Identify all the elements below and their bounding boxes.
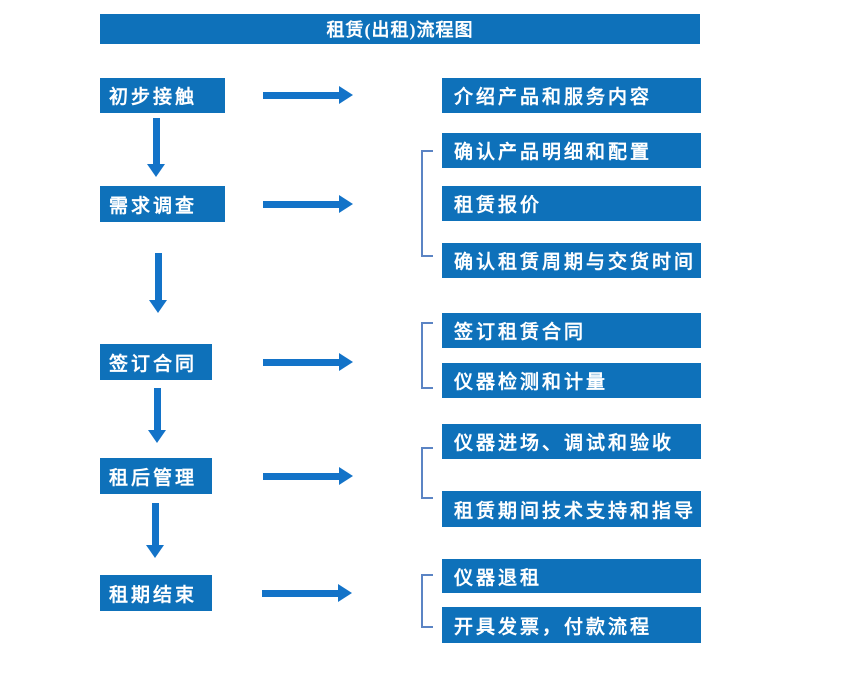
group-bracket-end — [421, 574, 433, 628]
arrow-head-icon — [146, 545, 164, 558]
arrow-shaft — [154, 253, 162, 300]
detail-box-instrument-test: 仪器检测和计量 — [442, 363, 701, 398]
arrow-shaft — [262, 589, 338, 597]
detail-box-invoice-payment: 开具发票，付款流程 — [442, 607, 701, 643]
flow-arrow-down-4 — [146, 503, 164, 558]
step-box-sign-contract: 签订合同 — [100, 344, 212, 380]
arrow-shaft — [152, 118, 160, 164]
diagram-title: 租赁(出租)流程图 — [100, 14, 700, 44]
detail-box-instrument-return: 仪器退租 — [442, 559, 701, 593]
flow-arrow-down-2 — [149, 253, 167, 313]
detail-box-sign-rental-contract: 签订租赁合同 — [442, 313, 701, 348]
flow-arrow-right-3 — [263, 353, 353, 371]
arrow-head-icon — [339, 353, 353, 371]
arrow-head-icon — [149, 300, 167, 313]
flow-arrow-right-5 — [262, 584, 352, 602]
step-box-rental-end: 租期结束 — [100, 575, 212, 611]
group-bracket-contract — [421, 322, 433, 389]
arrow-head-icon — [147, 164, 165, 177]
group-bracket-manage — [421, 447, 433, 499]
flow-arrow-down-1 — [147, 118, 165, 177]
arrow-shaft — [263, 358, 339, 366]
detail-box-tech-support: 租赁期间技术支持和指导 — [442, 491, 701, 527]
arrow-head-icon — [339, 467, 353, 485]
flow-arrow-right-1 — [263, 86, 353, 104]
arrow-shaft — [263, 91, 339, 99]
detail-box-intro-products: 介绍产品和服务内容 — [442, 78, 701, 113]
arrow-head-icon — [148, 430, 166, 443]
step-box-demand-survey: 需求调查 — [100, 186, 225, 222]
detail-box-confirm-config: 确认产品明细和配置 — [442, 133, 701, 168]
arrow-shaft — [263, 200, 339, 208]
flow-arrow-right-4 — [263, 467, 353, 485]
detail-box-confirm-period: 确认租赁周期与交货时间 — [442, 243, 701, 278]
flow-arrow-right-2 — [263, 195, 353, 213]
arrow-shaft — [263, 472, 339, 480]
arrow-head-icon — [338, 584, 352, 602]
arrow-shaft — [153, 388, 161, 430]
step-box-post-rental: 租后管理 — [100, 458, 212, 494]
arrow-head-icon — [339, 195, 353, 213]
detail-box-rental-quote: 租赁报价 — [442, 186, 701, 221]
arrow-head-icon — [339, 86, 353, 104]
group-bracket-demand — [421, 150, 433, 257]
detail-box-instrument-entry: 仪器进场、调试和验收 — [442, 424, 701, 459]
flow-arrow-down-3 — [148, 388, 166, 443]
step-box-initial-contact: 初步接触 — [100, 78, 225, 113]
arrow-shaft — [151, 503, 159, 545]
